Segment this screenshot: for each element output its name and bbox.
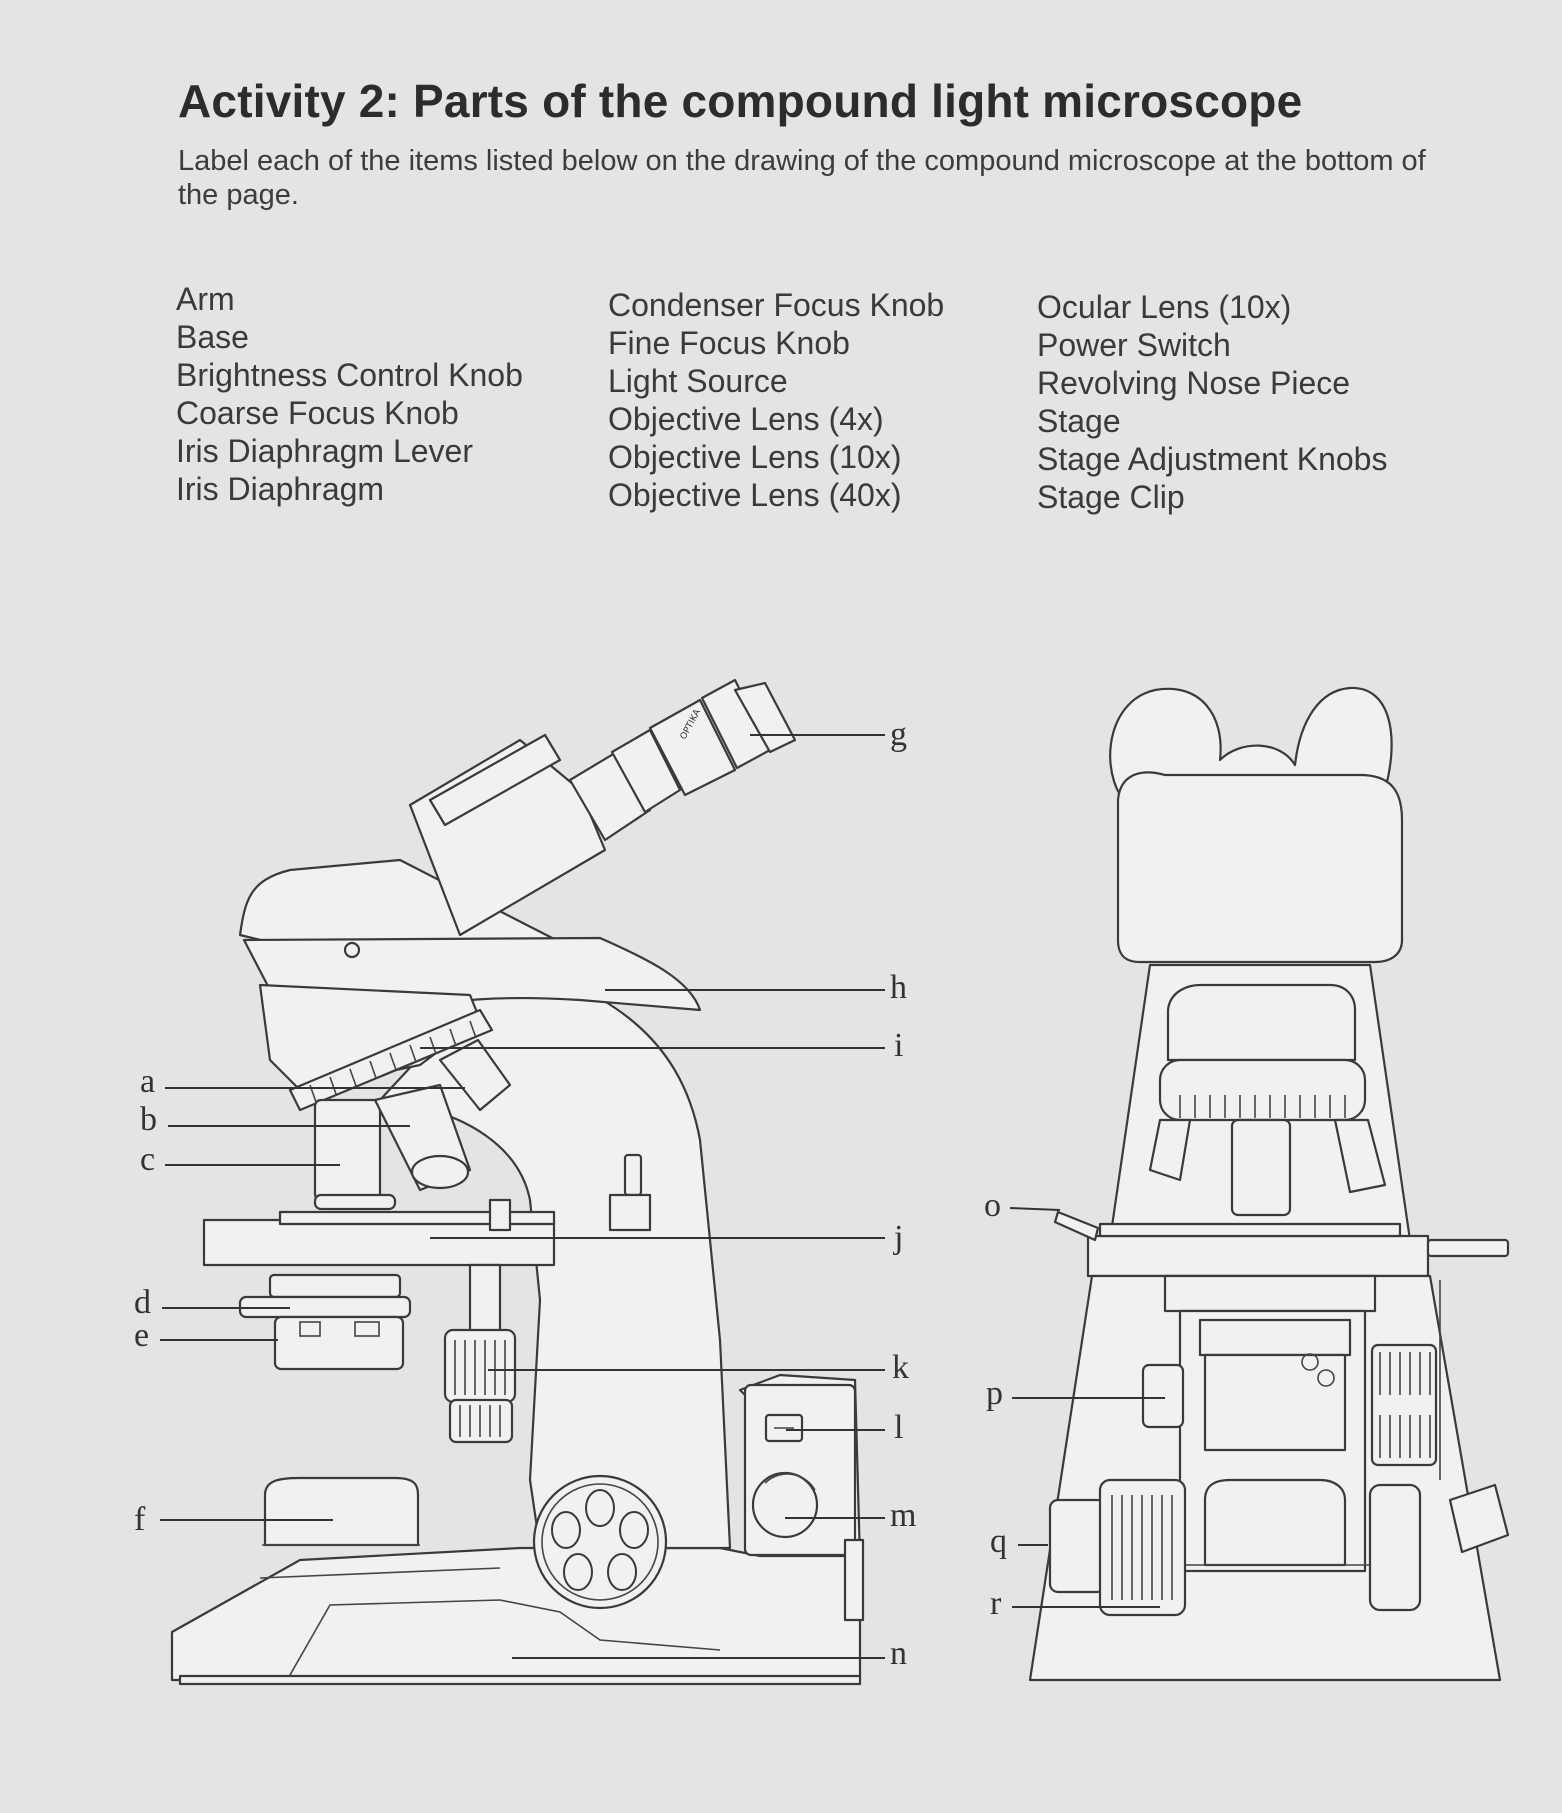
binocular-head-front <box>1116 771 1404 964</box>
stage-top <box>278 1210 556 1226</box>
objective-lens-a <box>438 1038 512 1112</box>
label-k: k <box>892 1349 909 1386</box>
objective-lens-c <box>313 1098 382 1202</box>
part-item: Stage <box>1037 403 1121 439</box>
label-b: b <box>140 1101 157 1138</box>
side-view-microscope: OPTIKA <box>170 678 865 1686</box>
revolving-nosepiece-ring <box>288 1008 494 1112</box>
label-a: a <box>140 1063 155 1100</box>
part-item: Brightness Control Knob <box>176 357 523 393</box>
part-item: Condenser Focus Knob <box>608 287 945 323</box>
binocular-head-top <box>428 733 562 827</box>
part-item: Objective Lens (40x) <box>608 477 902 513</box>
coarse-focus-knob-front-right <box>1368 1483 1422 1612</box>
stage-front <box>1086 1234 1430 1278</box>
front-nosepiece-knurling <box>1179 1095 1346 1118</box>
screw-dot <box>343 941 361 959</box>
label-m: m <box>890 1497 916 1534</box>
part-item: Base <box>176 319 249 355</box>
label-e: e <box>134 1317 149 1354</box>
stage-clip-side <box>313 1193 397 1211</box>
label-i: i <box>894 1027 903 1064</box>
condenser-tab <box>299 1321 321 1337</box>
coarse-front-knurling <box>1111 1495 1173 1600</box>
condenser-front-top <box>1198 1318 1352 1357</box>
condenser-top <box>268 1273 402 1299</box>
nosepiece-front <box>1166 983 1357 1062</box>
condenser-tab <box>354 1321 380 1337</box>
stage-under <box>1163 1274 1377 1313</box>
base-foot <box>178 1674 862 1686</box>
slide-holder <box>1098 1222 1402 1238</box>
coarse-knob-lobes <box>551 1489 649 1591</box>
eyepieces-front <box>1109 686 1393 797</box>
label-o: o <box>984 1187 1001 1224</box>
front-objective-right <box>1333 1118 1387 1194</box>
condenser-front-body <box>1203 1353 1347 1452</box>
front-view-microscope <box>1028 686 1510 1682</box>
part-item: Iris Diaphragm Lever <box>176 433 473 469</box>
parts-list-column-2: Condenser Focus Knob Fine Focus Knob Lig… <box>608 286 944 514</box>
objective-lens-b-tip <box>410 1154 470 1190</box>
revolving-nosepiece-front <box>1158 1058 1367 1122</box>
stage-clip-front <box>1053 1210 1100 1242</box>
stage-holder-post <box>488 1198 512 1232</box>
stage-rod-right <box>1426 1238 1510 1258</box>
front-objective-left <box>1148 1118 1192 1182</box>
part-item: Objective Lens (4x) <box>608 401 884 437</box>
label-f: f <box>134 1501 146 1538</box>
post-base <box>608 1193 652 1232</box>
stage-adjustment-knob-front <box>1141 1363 1185 1429</box>
label-c: c <box>140 1141 155 1178</box>
coarse-focus-knob <box>532 1474 668 1610</box>
part-item: Stage Clip <box>1037 479 1185 515</box>
fine-adjust-post <box>623 1153 643 1197</box>
right-knob-knurling <box>1379 1352 1431 1458</box>
label-p: p <box>986 1375 1003 1412</box>
stage-drop-rod <box>468 1263 502 1337</box>
side-view-labels: a b c d e f g h i j k l m <box>134 716 916 1672</box>
right-rear-knob <box>1448 1483 1510 1554</box>
label-r: r <box>990 1585 1002 1622</box>
part-item: Objective Lens (10x) <box>608 439 902 475</box>
label-h: h <box>890 969 907 1006</box>
part-item: Iris Diaphragm <box>176 471 385 507</box>
part-item: Arm <box>176 281 235 317</box>
nosepiece-housing <box>258 983 482 1092</box>
parts-list-column-3: Ocular Lens (10x) Power Switch Revolving… <box>1037 288 1387 516</box>
eyepiece-tube-2 <box>610 728 682 814</box>
label-g: g <box>890 716 907 753</box>
eyepiece-tube-3 <box>648 698 737 797</box>
side-panel <box>843 1538 865 1622</box>
part-item: Ocular Lens (10x) <box>1037 289 1292 325</box>
front-objective-center <box>1230 1118 1292 1217</box>
parts-list-column-1: Arm Base Brightness Control Knob Coarse … <box>176 280 523 508</box>
label-q: q <box>990 1523 1007 1560</box>
part-item: Revolving Nose Piece <box>1037 365 1351 401</box>
part-item: Stage Adjustment Knobs <box>1037 441 1388 477</box>
light-source <box>263 1476 420 1547</box>
label-j: j <box>893 1219 903 1256</box>
part-item: Light Source <box>608 363 788 399</box>
condenser-body <box>273 1315 405 1371</box>
part-item: Fine Focus Knob <box>608 325 850 361</box>
instructions-text: Label each of the items listed below on … <box>178 145 1426 211</box>
label-l: l <box>894 1409 903 1446</box>
label-d: d <box>134 1284 151 1321</box>
stage-knob-knurling <box>454 1340 506 1437</box>
label-n: n <box>890 1635 907 1672</box>
stage-adjustment-knob-lower <box>448 1398 514 1444</box>
coarse-focus-knob-front-outer <box>1048 1498 1107 1594</box>
brightness-control-knob <box>751 1471 819 1539</box>
light-source-front <box>1203 1478 1347 1567</box>
part-item: Power Switch <box>1037 327 1231 363</box>
base-shape <box>170 1546 862 1682</box>
right-stage-knob-front <box>1370 1343 1438 1467</box>
front-view-labels: o p q r <box>984 1187 1165 1622</box>
part-item: Coarse Focus Knob <box>176 395 459 431</box>
page-title: Activity 2: Parts of the compound light … <box>178 75 1303 127</box>
